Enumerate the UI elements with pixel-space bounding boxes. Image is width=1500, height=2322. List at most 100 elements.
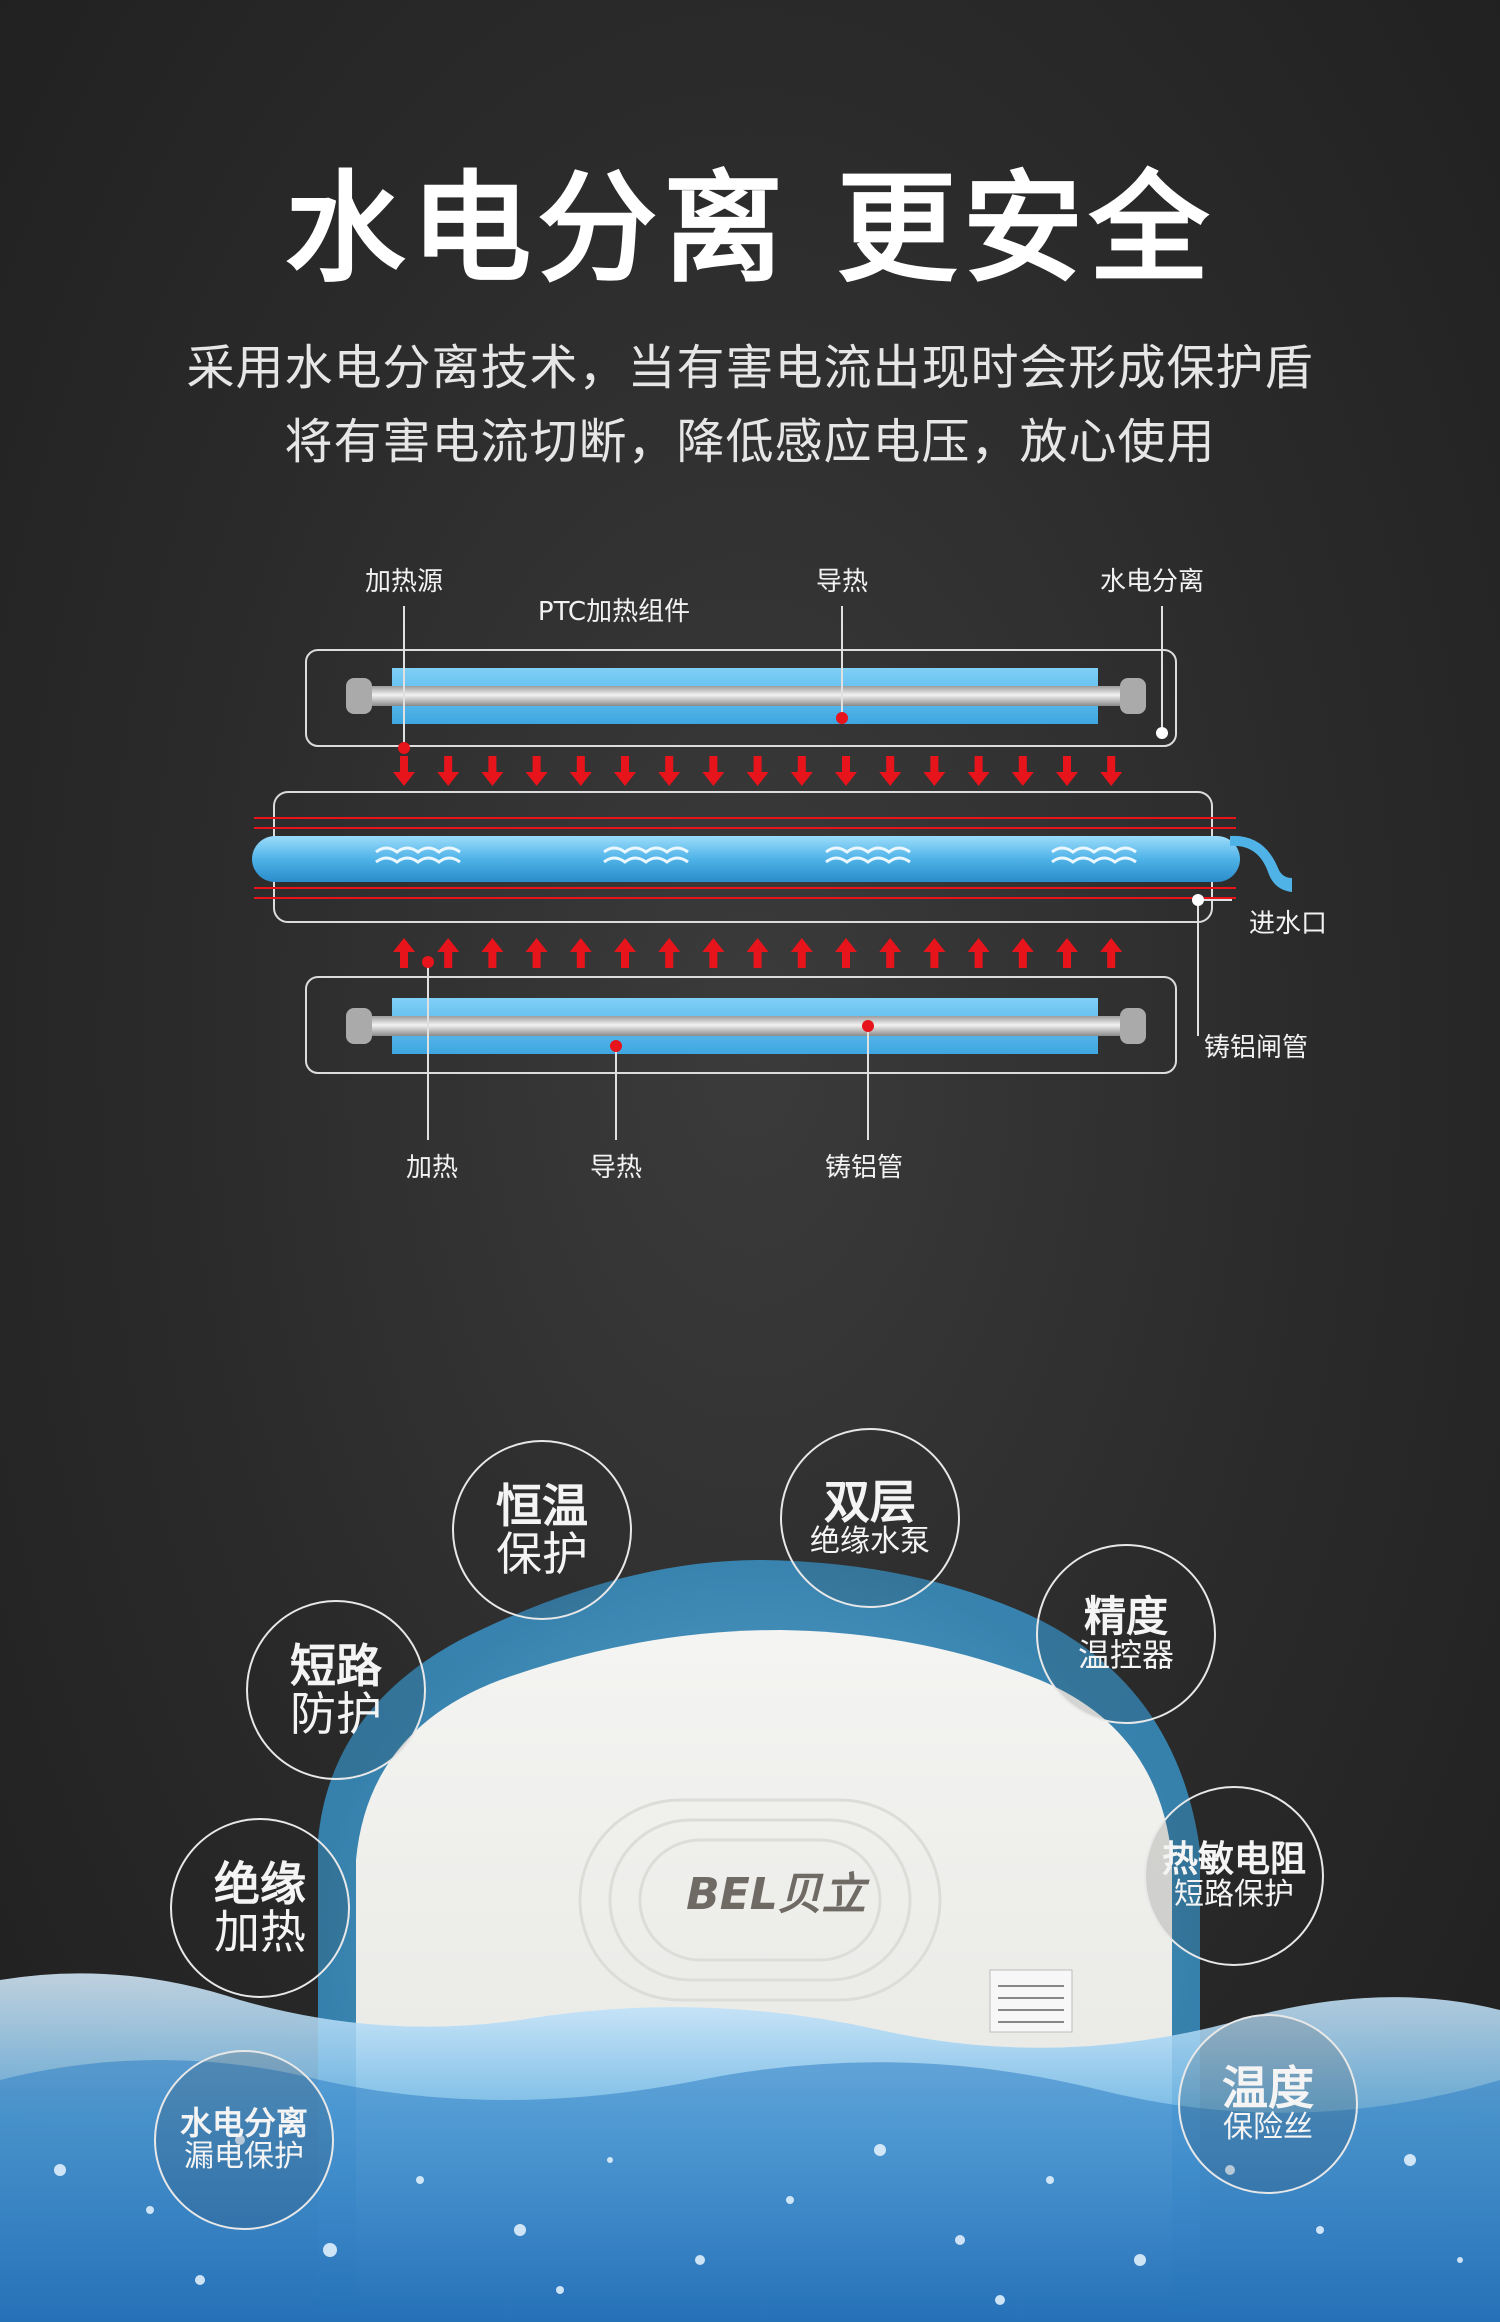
label-heat-source: 加热源	[365, 567, 443, 597]
top-heating-rod	[346, 686, 1146, 706]
heat-arrow-up-1	[437, 938, 460, 968]
badge-separation: 水电分离漏电保护	[154, 2050, 334, 2230]
badge-insulated: 绝缘加热	[170, 1818, 350, 1998]
subtitle-line-1: 采用水电分离技术，当有害电流出现时会形成保护盾	[186, 340, 1314, 396]
water-waves	[375, 846, 1137, 864]
wave-0	[375, 856, 461, 864]
badge-line1: 温度	[1222, 2061, 1314, 2116]
bubble-8	[786, 2196, 794, 2204]
water-pipe	[252, 836, 1240, 882]
badge-line1: 水电分离	[179, 2104, 308, 2143]
water-bubbles	[54, 2135, 1463, 2305]
bubble-9	[874, 2144, 886, 2156]
heat-arrow-down-9	[790, 756, 813, 786]
bubble-17	[195, 2275, 205, 2285]
heat-arrow-up-6	[658, 938, 681, 968]
heat-arrow-up-14	[1011, 938, 1034, 968]
badge-line2: 漏电保护	[184, 2139, 304, 2175]
heat-arrow-up-15	[1056, 938, 1078, 968]
heat-arrow-down-11	[879, 756, 902, 786]
badge-line2: 温控器	[1077, 1636, 1174, 1675]
heat-arrow-down-13	[967, 756, 990, 786]
badge-line1: 双层	[824, 1475, 916, 1530]
heat-arrow-up-5	[614, 938, 636, 968]
heat-arrow-down-3	[525, 756, 548, 786]
bubble-5	[514, 2224, 526, 2236]
page-title: 水电分离 更安全	[285, 160, 1215, 299]
wave-3	[1051, 856, 1137, 864]
heat-arrow-up-13	[967, 938, 990, 968]
wave-2	[825, 846, 911, 854]
wave-1	[603, 846, 689, 854]
bubble-10	[955, 2235, 965, 2245]
wave-0	[375, 846, 461, 854]
heat-arrow-up-7	[702, 938, 725, 968]
top-heater-frame	[305, 649, 1177, 747]
heat-arrow-up-4	[569, 938, 592, 968]
heat-arrow-up-3	[525, 938, 548, 968]
bubble-1	[146, 2206, 154, 2214]
label-cast-aluminum-tube: 铸铝管	[825, 1153, 903, 1183]
heat-arrow-down-16	[1100, 756, 1123, 786]
heat-arrow-down-15	[1056, 756, 1078, 786]
label-water-inlet: 进水口	[1249, 909, 1327, 939]
heat-arrow-down-14	[1011, 756, 1034, 786]
badge-line1: 恒温	[496, 1478, 588, 1533]
heat-arrow-down-5	[614, 756, 636, 786]
badge-line1: 短路	[290, 1638, 382, 1693]
bubble-7	[695, 2255, 705, 2265]
badge-thermistor: 热敏电阻短路保护	[1144, 1786, 1324, 1966]
bubble-16	[1457, 2257, 1463, 2263]
heat-arrow-up-11	[879, 938, 902, 968]
heat-arrow-down-0	[393, 756, 415, 786]
badge-precision: 精度温控器	[1036, 1544, 1216, 1724]
badge-line2: 保护	[496, 1527, 588, 1581]
brand-logo: BEL贝立	[686, 1869, 866, 1920]
label-cast-aluminum-gate-tube: 铸铝闸管	[1204, 1033, 1308, 1063]
badge-line2: 短路保护	[1174, 1877, 1294, 1913]
heat-arrow-up-12	[923, 938, 946, 968]
badge-temp-fuse: 温度保险丝	[1178, 2014, 1358, 2194]
heat-arrow-up-10	[835, 938, 857, 968]
heat-arrow-down-2	[481, 756, 504, 786]
bubble-3	[323, 2243, 337, 2257]
heat-arrow-down-7	[702, 756, 725, 786]
bubble-18	[556, 2286, 564, 2294]
emblem-rings	[578, 1798, 942, 2002]
water-inlet-spout	[1230, 835, 1292, 892]
label-water-electric-separation: 水电分离	[1100, 567, 1204, 597]
bubble-14	[1316, 2226, 1324, 2234]
heat-arrow-up-8	[746, 938, 769, 968]
bubble-15	[1404, 2154, 1416, 2166]
badge-double-layer: 双层绝缘水泵	[780, 1428, 960, 1608]
label-heat-conduction-top: 导热	[816, 567, 868, 597]
heat-arrow-up-9	[790, 938, 813, 968]
badge-short-circuit: 短路防护	[246, 1600, 426, 1780]
heat-arrow-down-1	[437, 756, 460, 786]
heat-arrow-up-0	[393, 938, 415, 968]
bottom-heating-rod	[346, 1016, 1146, 1036]
bubble-6	[607, 2157, 613, 2163]
heat-arrow-down-10	[835, 756, 857, 786]
heater-illustration	[0, 1560, 1500, 2322]
bubble-19	[995, 2295, 1005, 2305]
subtitle-line-2: 将有害电流切断，降低感应电压，放心使用	[284, 414, 1216, 470]
heater-product-area: BEL贝立 恒温保护双层绝缘水泵精度温控器短路防护热敏电阻短路保护绝缘加热温度保…	[0, 1380, 1500, 2322]
badge-line2: 保险丝	[1223, 2110, 1313, 2146]
badge-line2: 加热	[214, 1905, 306, 1959]
badge-line1: 精度	[1083, 1592, 1168, 1642]
wave-2	[825, 856, 911, 864]
label-heat-conduction-bottom: 导热	[590, 1153, 642, 1183]
water-electric-separation-diagram: 加热源 PTC加热组件 导热 水电分离 进水口 铸铝闸管 加热 导热 铸铝管	[252, 567, 1327, 1183]
badge-line2: 防护	[290, 1687, 382, 1741]
bubble-4	[416, 2176, 424, 2184]
wave-3	[1051, 846, 1137, 854]
heat-arrow-down-6	[658, 756, 681, 786]
heat-arrows-down	[393, 756, 1123, 786]
heat-arrow-up-16	[1100, 938, 1123, 968]
heat-arrows-up	[393, 938, 1123, 968]
heat-arrow-down-4	[569, 756, 592, 786]
label-heating: 加热	[406, 1153, 458, 1183]
heat-arrow-down-12	[923, 756, 946, 786]
